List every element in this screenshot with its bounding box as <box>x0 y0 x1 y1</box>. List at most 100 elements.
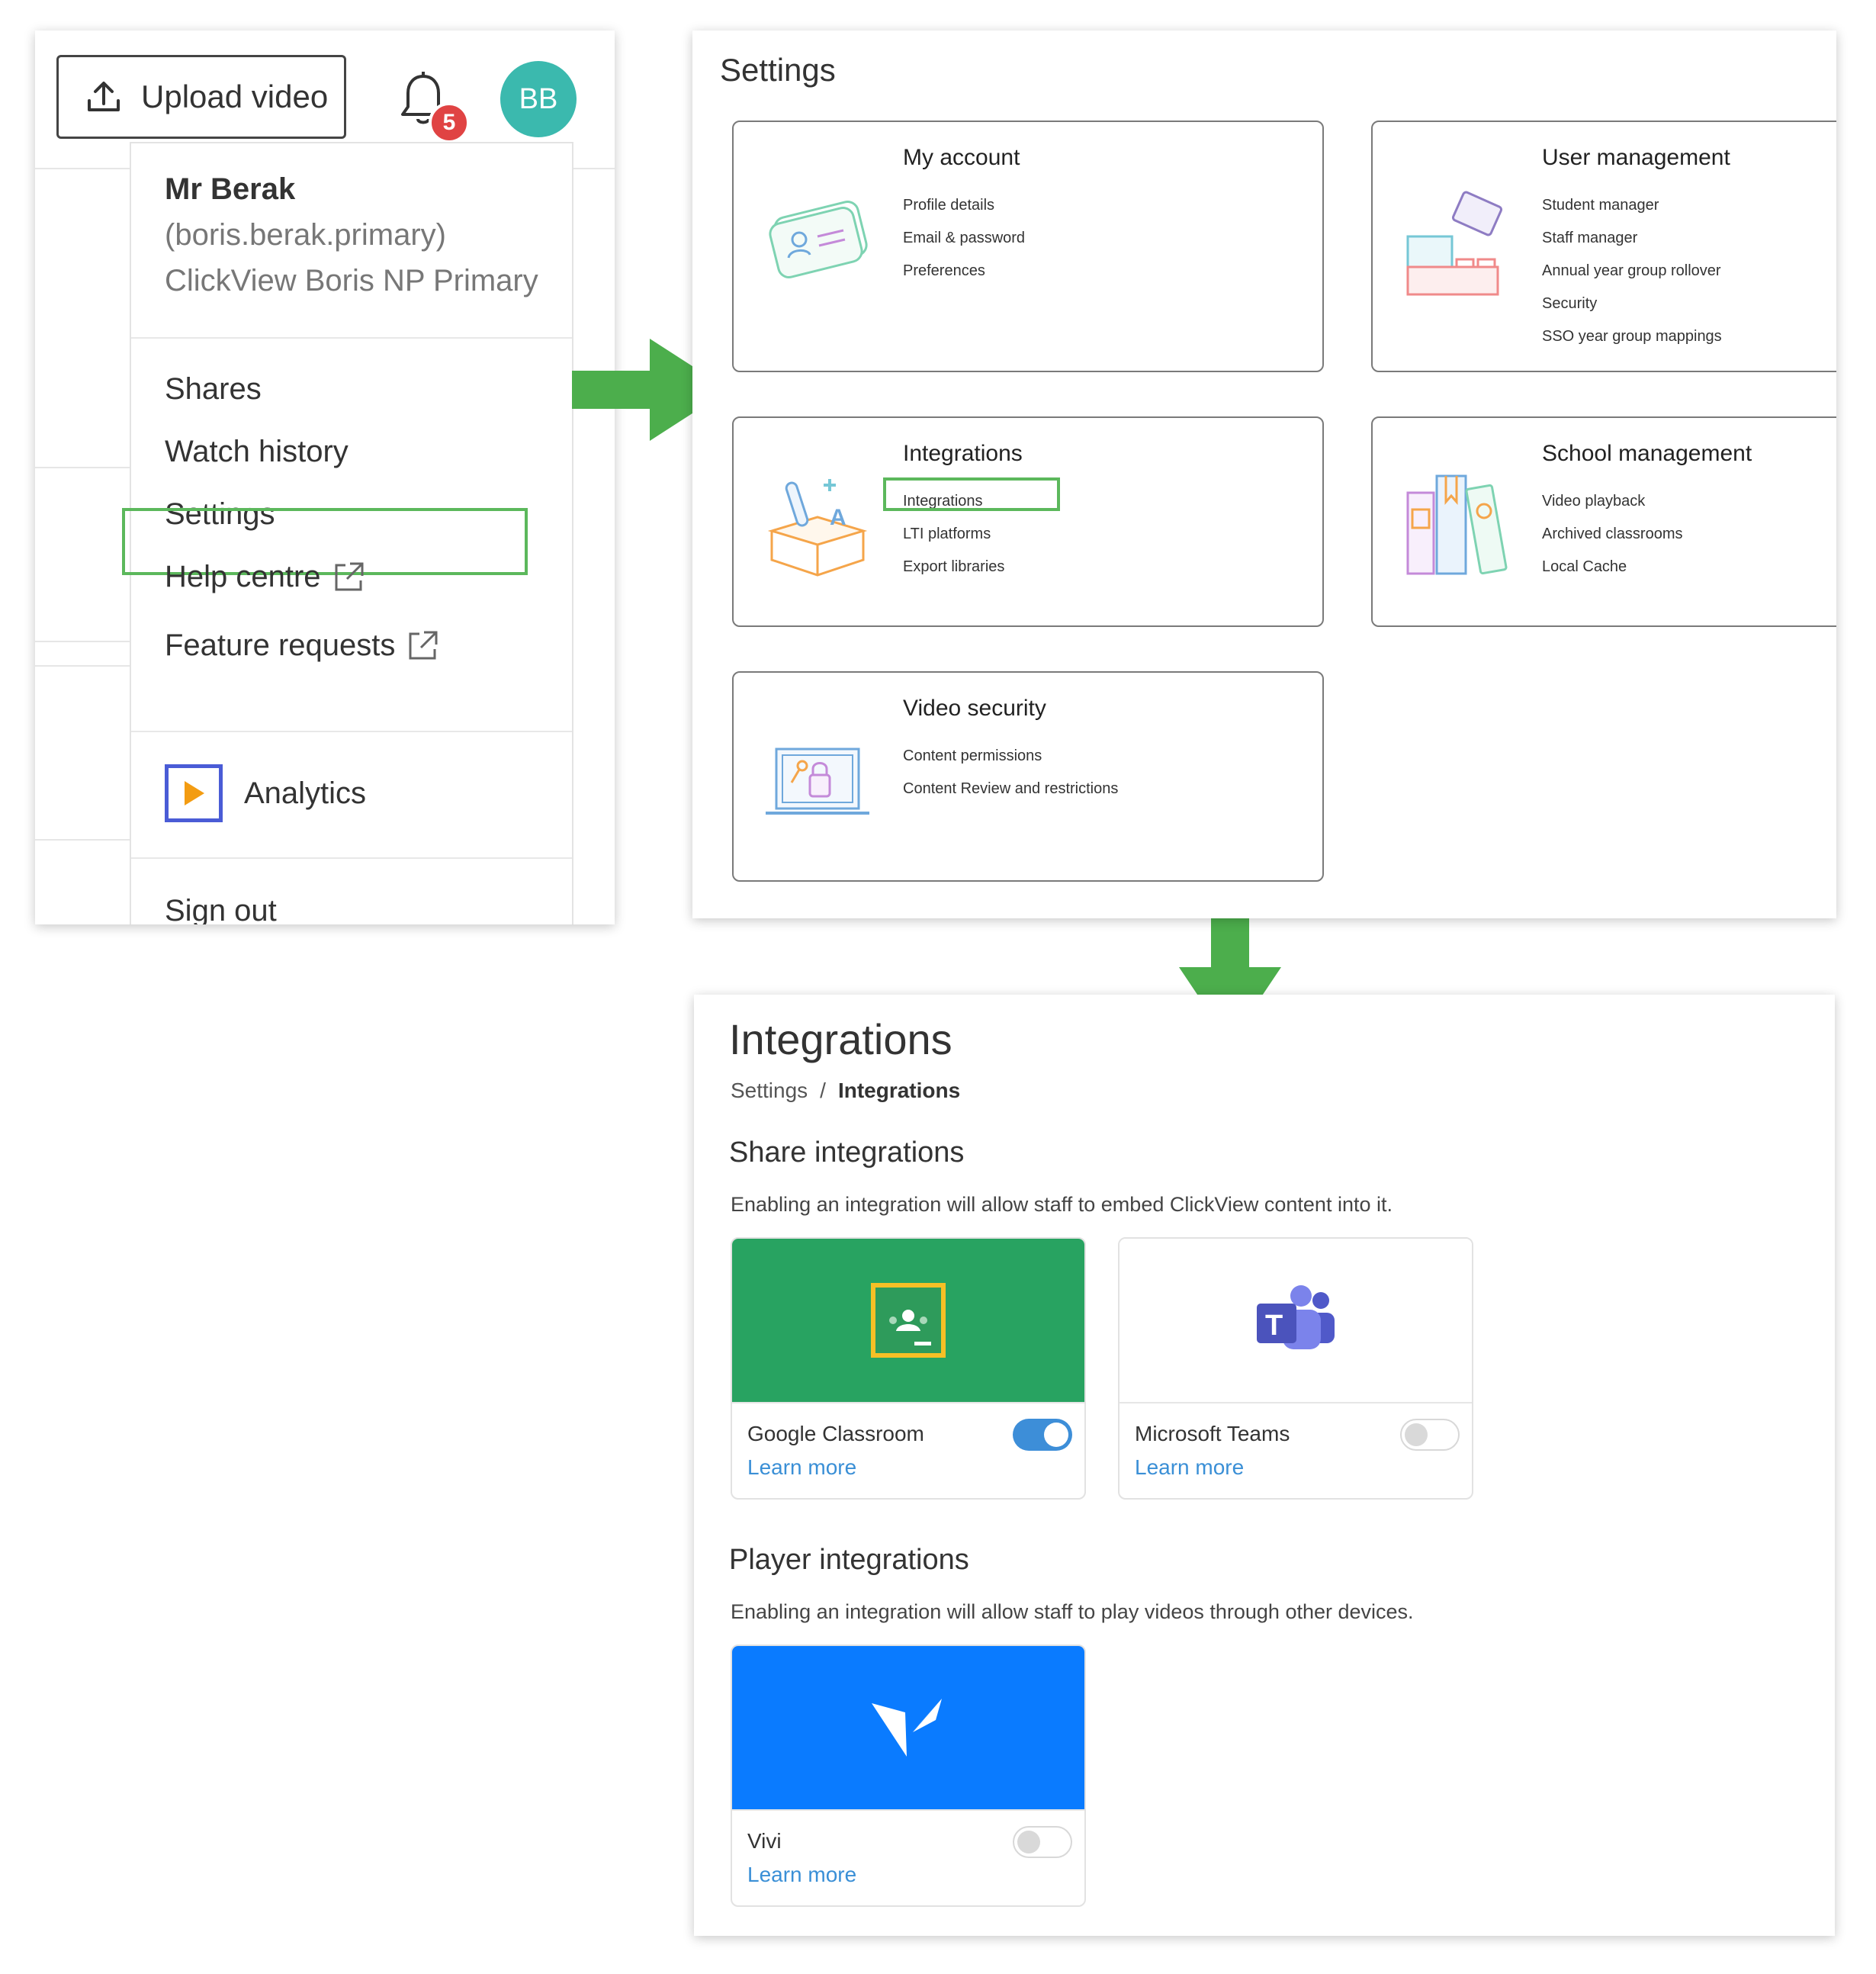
play-icon <box>185 781 204 805</box>
user-school: ClickView Boris NP Primary <box>165 264 538 297</box>
settings-card-school-management[interactable]: School management Video playback Archive… <box>1371 416 1836 627</box>
player-integrations-description: Enabling an integration will allow staff… <box>731 1600 1414 1623</box>
card-divider <box>732 1402 1084 1403</box>
card-link-profile-details[interactable]: Profile details <box>903 197 995 214</box>
card-divider <box>732 1809 1084 1811</box>
breadcrumb-current: Integrations <box>837 1079 961 1102</box>
card-link-preferences[interactable]: Preferences <box>903 262 985 279</box>
share-integrations-title: Share integrations <box>729 1136 965 1169</box>
google-classroom-icon <box>871 1283 946 1358</box>
card-link-archived-classrooms[interactable]: Archived classrooms <box>1542 526 1683 542</box>
card-link-video-playback[interactable]: Video playback <box>1542 493 1646 510</box>
vivi-toggle[interactable] <box>1013 1826 1072 1858</box>
integration-name: Microsoft Teams <box>1135 1422 1290 1445</box>
card-link-integrations[interactable]: Integrations <box>903 493 983 510</box>
menu-item-feature-requests[interactable]: Feature requests <box>165 629 439 663</box>
menu-item-label: Feature requests <box>165 629 396 662</box>
upload-video-label: Upload video <box>141 79 329 114</box>
card-link-content-review[interactable]: Content Review and restrictions <box>903 780 1119 797</box>
vivi-icon <box>872 1699 942 1757</box>
share-integrations-description: Enabling an integration will allow staff… <box>731 1193 1393 1216</box>
card-links: Student manager Staff manager Annual yea… <box>1542 189 1722 353</box>
integrations-highlight-box <box>883 477 1060 511</box>
bell-icon[interactable] <box>397 70 450 131</box>
player-integrations-title: Player integrations <box>729 1544 969 1576</box>
card-link-export-libraries[interactable]: Export libraries <box>903 558 1005 575</box>
microsoft-teams-toggle[interactable] <box>1400 1419 1460 1451</box>
google-classroom-hero <box>732 1239 1084 1402</box>
menu-item-analytics[interactable]: Analytics <box>165 764 366 822</box>
user-username: (boris.berak.primary) <box>165 218 446 252</box>
menu-item-label: Shares <box>165 372 262 406</box>
background-divider <box>35 665 130 667</box>
background-divider <box>35 467 130 468</box>
menu-item-watch-history[interactable]: Watch history <box>165 435 349 469</box>
menu-divider <box>131 857 572 859</box>
external-link-icon <box>409 631 438 659</box>
upload-icon <box>88 82 120 111</box>
settings-card-integrations[interactable]: A Integrations Integrations LTI platform… <box>732 416 1324 627</box>
menu-divider <box>131 731 572 732</box>
learn-more-link[interactable]: Learn more <box>747 1863 857 1886</box>
laptop-lock-icon <box>766 747 869 815</box>
menu-item-sign-out[interactable]: Sign out <box>165 894 277 924</box>
notification-badge: 5 <box>429 102 470 143</box>
integration-card-vivi: Vivi Learn more <box>731 1644 1086 1907</box>
card-link-student-manager[interactable]: Student manager <box>1542 197 1659 214</box>
settings-card-my-account[interactable]: My account Profile details Email & passw… <box>732 121 1324 372</box>
background-divider <box>35 839 130 841</box>
google-classroom-toggle[interactable] <box>1013 1419 1072 1451</box>
menu-item-label: Analytics <box>244 776 367 810</box>
card-title: School management <box>1542 441 1752 466</box>
card-title: Integrations <box>903 441 1023 466</box>
card-title: My account <box>903 145 1020 170</box>
background-divider <box>35 641 130 642</box>
card-link-lti-platforms[interactable]: LTI platforms <box>903 526 991 542</box>
books-icon <box>1406 474 1508 575</box>
settings-card-video-security[interactable]: Video security Content permissions Conte… <box>732 671 1324 882</box>
analytics-icon <box>165 764 223 822</box>
learn-more-link[interactable]: Learn more <box>1135 1455 1245 1479</box>
toggle-knob <box>1044 1423 1068 1447</box>
card-link-email-password[interactable]: Email & password <box>903 230 1026 246</box>
toggle-knob <box>1017 1831 1040 1853</box>
user-menu-panel: Upload video 5 BB Mr Berak (boris.berak.… <box>35 31 615 924</box>
card-links: Content permissions Content Review and r… <box>903 740 1118 805</box>
microsoft-teams-hero: T <box>1119 1239 1472 1402</box>
integration-card-microsoft-teams: T Microsoft Teams Learn more <box>1118 1237 1473 1500</box>
learn-more-link[interactable]: Learn more <box>747 1455 857 1479</box>
menu-item-label: Sign out <box>165 894 277 924</box>
card-title: Video security <box>903 696 1046 721</box>
settings-card-user-management[interactable]: User management Student manager Staff ma… <box>1371 121 1836 372</box>
integration-name: Google Classroom <box>747 1422 924 1445</box>
settings-panel: Settings My account Profile details Emai… <box>692 31 1836 918</box>
integration-name: Vivi <box>747 1829 782 1853</box>
card-link-local-cache[interactable]: Local Cache <box>1542 558 1627 575</box>
settings-highlight-box <box>122 508 528 575</box>
card-link-sso-mappings[interactable]: SSO year group mappings <box>1542 328 1722 345</box>
svg-text:T: T <box>1265 1310 1283 1342</box>
page-title: Integrations <box>729 1015 952 1063</box>
arrow-right-icon <box>572 339 729 441</box>
upload-video-button[interactable]: Upload video <box>56 55 346 139</box>
breadcrumb-separator: / <box>820 1079 826 1102</box>
card-link-staff-manager[interactable]: Staff manager <box>1542 230 1638 246</box>
microsoft-teams-icon: T <box>1257 1285 1335 1349</box>
external-link-icon <box>335 562 364 590</box>
card-links: Integrations LTI platforms Export librar… <box>903 485 1004 584</box>
integration-card-google-classroom: Google Classroom Learn more <box>731 1237 1086 1500</box>
menu-item-label: Watch history <box>165 435 349 468</box>
menu-item-shares[interactable]: Shares <box>165 372 262 407</box>
integrations-panel: Integrations Settings / Integrations Sha… <box>694 995 1835 1936</box>
menu-item-label: Help centre <box>165 560 321 593</box>
menu-divider <box>131 337 572 339</box>
card-link-security[interactable]: Security <box>1542 295 1598 312</box>
toggle-knob <box>1405 1423 1428 1446</box>
menu-item-help-centre[interactable]: Help centre <box>165 560 365 594</box>
card-link-content-permissions[interactable]: Content permissions <box>903 747 1042 764</box>
card-link-annual-rollover[interactable]: Annual year group rollover <box>1542 262 1721 279</box>
menu-item-settings[interactable]: Settings <box>165 497 275 532</box>
avatar[interactable]: BB <box>500 61 577 137</box>
breadcrumb-settings[interactable]: Settings <box>731 1079 808 1102</box>
user-dropdown: Mr Berak (boris.berak.primary) ClickView… <box>122 142 573 924</box>
